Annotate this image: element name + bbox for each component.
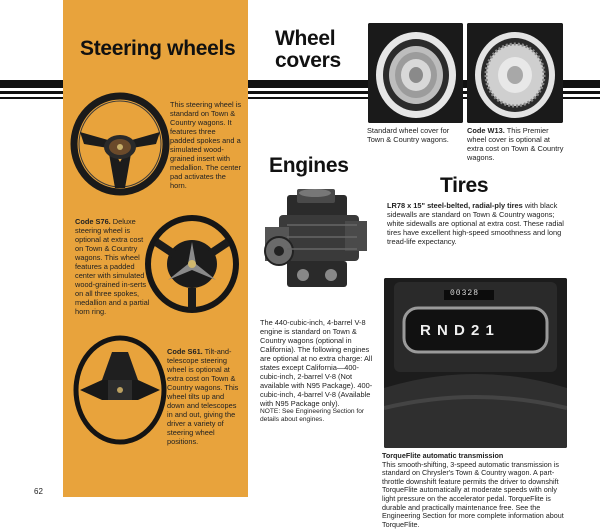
steering-standard-text: This steering wheel is standard on Town …: [170, 100, 242, 190]
divider-stripe: [0, 80, 600, 88]
standard-wheel-cover-image: [368, 23, 463, 123]
torqueflite-description: This smooth-shifting, 3-speed automatic …: [382, 459, 564, 529]
w13-description: This Premier wheel cover is optional at …: [467, 126, 564, 162]
tires-lead: LR78 x 15" steel-belted, radial-ply tire…: [387, 201, 523, 210]
steering-wheel-standard-image: [70, 92, 170, 196]
engines-description: The 440-cubic-inch, 4-barrel V-8 engine …: [260, 318, 373, 408]
code-s76: Code S76.: [75, 217, 111, 226]
engines-title: Engines: [269, 154, 349, 177]
page-number: 62: [34, 487, 43, 496]
torqueflite-title: TorqueFlite automatic transmission: [382, 451, 504, 460]
engine-image: [257, 185, 372, 297]
wheel-covers-title: Wheel covers: [275, 28, 341, 72]
gear-selector-indicator: R N D 2 1: [420, 322, 495, 339]
steering-s61-text: Code S61. Tilt-and-telescope steering wh…: [167, 347, 243, 446]
engines-note: NOTE: See Engineering Section for detail…: [260, 408, 365, 423]
torqueflite-text-block: TorqueFlite automatic transmission This …: [382, 451, 568, 529]
standard-wheel-cover-caption: Standard wheel cover for Town & Country …: [367, 126, 450, 144]
s61-description: Tilt-and-telescope steering wheel is opt…: [167, 347, 239, 446]
wheel-covers-title-line2: covers: [275, 49, 341, 72]
tires-title: Tires: [440, 174, 489, 197]
divider-stripe: [0, 97, 600, 99]
odometer-readout: 00328: [450, 289, 480, 298]
tires-description: with black sidewalls are standard on Tow…: [387, 201, 564, 246]
tires-text: LR78 x 15" steel-belted, radial-ply tire…: [387, 201, 565, 246]
torqueflite-gauge-image: 00328 R N D 2 1: [384, 278, 567, 448]
code-s61: Code S61.: [167, 347, 203, 356]
steering-s76-text: Code S76. Deluxe steering wheel is optio…: [75, 217, 151, 316]
s76-description: Deluxe steering wheel is optional at ext…: [75, 217, 150, 316]
wheel-covers-title-line1: Wheel: [275, 27, 336, 50]
divider-stripe: [0, 91, 600, 94]
engines-text-block: The 440-cubic-inch, 4-barrel V-8 engine …: [260, 318, 376, 424]
steering-wheel-s61-image: [72, 334, 170, 446]
premier-wheel-cover-image: [467, 23, 563, 123]
code-w13: Code W13.: [467, 126, 505, 135]
steering-title: Steering wheels: [80, 37, 236, 60]
steering-wheel-s76-image: [144, 214, 242, 314]
panel-mask: [63, 78, 248, 102]
w13-caption: Code W13. This Premier wheel cover is op…: [467, 126, 567, 162]
